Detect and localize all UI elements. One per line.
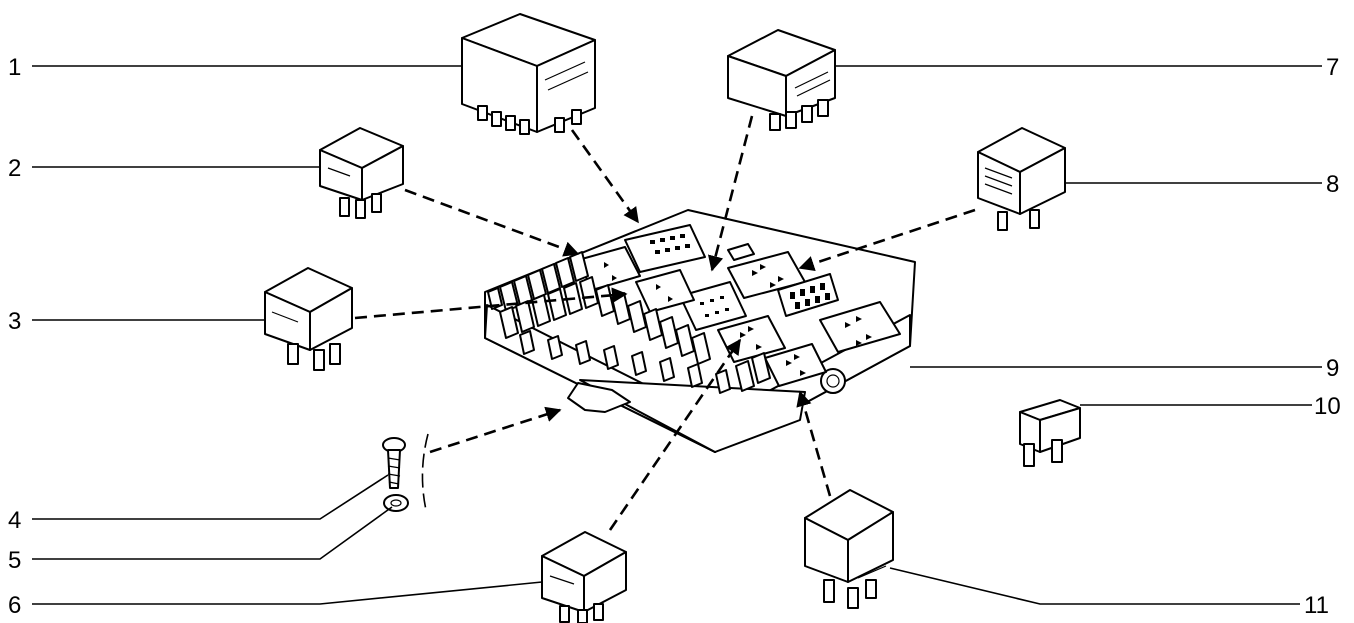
callout-3: 3 — [8, 308, 21, 335]
assembly-arrows — [354, 115, 976, 531]
relay-8 — [977, 127, 1066, 231]
callout-7: 7 — [1326, 54, 1339, 81]
relay-2 — [319, 127, 404, 219]
callout-9: 9 — [1326, 355, 1339, 382]
callout-4: 4 — [8, 507, 21, 534]
terminal-block — [727, 243, 839, 317]
washer — [383, 494, 409, 512]
relay-7 — [727, 29, 836, 131]
grommet — [820, 368, 846, 394]
leader-lines — [32, 65, 1322, 605]
callout-5: 5 — [8, 547, 21, 574]
relay-socket — [819, 301, 901, 353]
screw — [382, 437, 406, 489]
relay-socket — [679, 281, 747, 331]
callout-10: 10 — [1314, 393, 1341, 420]
blade-fuse — [1019, 399, 1081, 467]
fuse-box-housing — [484, 209, 916, 453]
relay-3 — [264, 267, 353, 371]
callout-2: 2 — [8, 155, 21, 182]
fuse-row-lower — [519, 330, 771, 394]
relay-6 — [541, 531, 627, 623]
callout-8: 8 — [1326, 171, 1339, 198]
relay-socket — [764, 343, 827, 387]
callout-11: 11 — [1304, 592, 1329, 619]
mounting-tab — [567, 382, 631, 413]
relay-socket — [635, 269, 695, 313]
callout-1: 1 — [8, 54, 21, 81]
relay-large-1 — [461, 13, 596, 135]
callout-6: 6 — [8, 592, 21, 619]
fuse-row-front — [499, 276, 711, 365]
relay-socket-large — [624, 224, 706, 273]
relay-11 — [804, 489, 894, 609]
